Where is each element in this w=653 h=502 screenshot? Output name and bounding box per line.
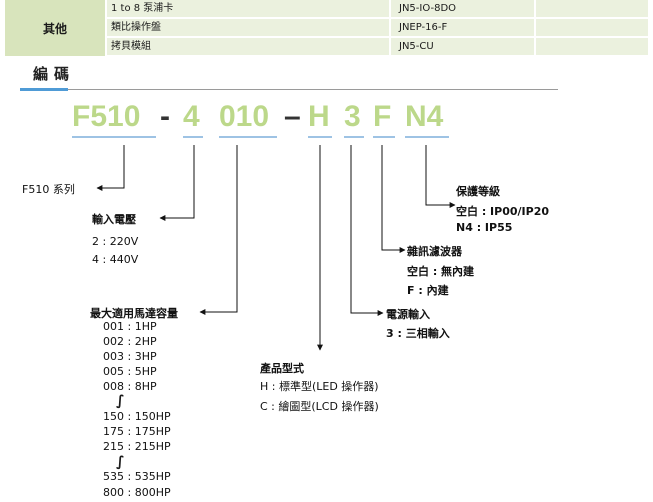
table-cell-model: JN5-CU (391, 38, 534, 55)
motor-option: 003 : 3HP (103, 350, 157, 363)
filter-title: 雜訊濾波器 (407, 245, 462, 258)
voltage-option: 4 : 440V (92, 253, 139, 266)
protection-title: 保護等級 (456, 185, 500, 198)
motor-option: 175 : 175HP (103, 425, 171, 438)
motor-option: 800 : 800HP (103, 486, 171, 499)
table-cell-model: JNEP-16-F (391, 19, 534, 36)
table-row: 1 to 8 泵浦卡 JN5-IO-8DO (107, 0, 648, 17)
motor-option: 002 : 2HP (103, 335, 157, 348)
motor-option: 535 : 535HP (103, 470, 171, 483)
product-option: C : 繪圖型(LCD 操作器) (260, 400, 379, 413)
table-cell-empty (536, 38, 648, 55)
motor-option: 150 : 150HP (103, 410, 171, 423)
power-option: 3 : 三相輸入 (386, 327, 450, 340)
table-cell-model: JN5-IO-8DO (391, 0, 534, 17)
product-option: H : 標準型(LED 操作器) (260, 380, 379, 393)
code-separator: - (160, 100, 170, 133)
code-voltage: 4 (183, 100, 200, 133)
code-filter: F (373, 100, 392, 133)
voltage-title: 輸入電壓 (92, 213, 136, 226)
motor-option: 001 : 1HP (103, 320, 157, 333)
table-category: 其他 (5, 0, 105, 56)
code-product-type: H (308, 100, 330, 133)
heading-divider (68, 89, 558, 90)
code-capacity: 010 (219, 100, 270, 133)
range-ellipsis-icon: ∫ (116, 393, 125, 409)
voltage-option: 2 : 220V (92, 235, 139, 248)
code-underline (405, 136, 449, 138)
product-title: 產品型式 (260, 362, 304, 375)
motor-option: 215 : 215HP (103, 440, 171, 453)
table-cell-name: 類比操作盤 (107, 19, 389, 36)
filter-option: F : 內建 (407, 284, 449, 297)
table-row: 類比操作盤 JNEP-16-F (107, 19, 648, 36)
table-cell-empty (536, 19, 648, 36)
power-title: 電源輸入 (386, 308, 430, 321)
section-title: 編碼 (33, 65, 76, 83)
code-underline (219, 136, 277, 138)
code-power-input: 3 (344, 100, 361, 133)
accessory-table: 其他 1 to 8 泵浦卡 JN5-IO-8DO 類比操作盤 JNEP-16-F… (5, 0, 648, 56)
table-cell-empty (536, 0, 648, 17)
filter-option: 空白 : 無內建 (407, 265, 475, 278)
code-underline (373, 136, 395, 138)
range-ellipsis-icon: ∫ (116, 454, 125, 470)
code-underline (183, 136, 203, 138)
code-separator: – (284, 100, 301, 133)
protection-option: 空白 : IP00/IP20 (456, 205, 550, 218)
table-row: 拷貝模組 JN5-CU (107, 38, 648, 55)
code-underline (308, 136, 332, 138)
code-protection: N4 (405, 100, 444, 133)
code-underline (72, 136, 156, 138)
heading-accent-rule (20, 88, 68, 91)
series-label: F510 系列 (22, 183, 75, 196)
table-cell-name: 拷貝模組 (107, 38, 389, 55)
motor-option: 008 : 8HP (103, 380, 157, 393)
motor-title: 最大適用馬達容量 (90, 307, 178, 320)
code-series: F510 (72, 100, 141, 133)
motor-option: 005 : 5HP (103, 365, 157, 378)
table-cell-name: 1 to 8 泵浦卡 (107, 0, 389, 17)
protection-option: N4 : IP55 (456, 221, 513, 234)
code-underline (344, 136, 364, 138)
